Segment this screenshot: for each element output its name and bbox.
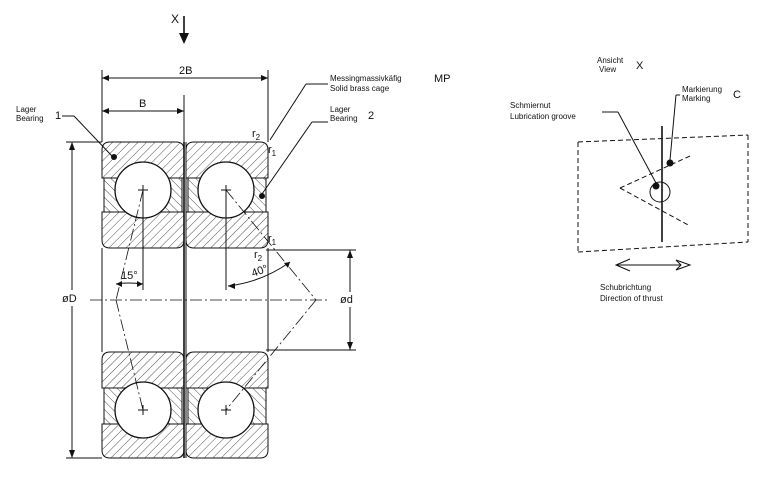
svg-text:r1: r1 (268, 144, 277, 158)
view-x-marker: X (171, 12, 189, 44)
view-label-en: View (599, 65, 616, 74)
dimension-inner-diameter: ød (266, 249, 362, 351)
contact-lines (90, 189, 330, 411)
radius-labels: r2 r1 r1 r2 (252, 128, 277, 263)
cage-callout: Messingmassivkäfig MP Solid brass cage (269, 73, 451, 141)
bearing2-number: 2 (368, 110, 374, 122)
angle-40-label: 40° (250, 263, 270, 280)
angle-40: 40° (227, 261, 291, 289)
r2-top-label: r (252, 128, 256, 140)
bearing1-number: 1 (55, 110, 61, 122)
r1-mid-label: r (268, 233, 272, 245)
dimension-2b: 2B (101, 65, 269, 142)
inner-diameter-label: ød (340, 294, 353, 306)
svg-text:r2: r2 (252, 128, 261, 142)
r1-top-label: r (268, 144, 272, 156)
angle-15: 15° (115, 270, 144, 287)
r1-mid-sub: 1 (272, 238, 277, 247)
svg-text:r2: r2 (254, 249, 263, 263)
svg-text:r1: r1 (268, 233, 277, 247)
r2-mid-label: r (254, 249, 258, 261)
cage-code: MP (434, 73, 451, 85)
bearing2-callout: Lager Bearing 2 (261, 105, 374, 195)
view-x-detail: Ansicht View X Schmiernut Lubrication gr… (510, 56, 749, 303)
bearing1-label-en: Bearing (16, 114, 44, 123)
bearing2-label-de: Lager (330, 105, 351, 114)
outer-diameter-label: øD (62, 293, 77, 305)
dimension-b-label: B (139, 98, 146, 110)
marking-label-de: Markierung (682, 85, 722, 94)
view-x-label: X (636, 60, 644, 72)
bearing1-label-de: Lager (16, 105, 37, 114)
r1-top-sub: 1 (272, 149, 277, 158)
groove-label-de: Schmiernut (510, 101, 551, 110)
view-marker-label: X (171, 12, 179, 26)
thrust-label-en: Direction of thrust (600, 294, 663, 303)
upper-bearing-section (101, 141, 269, 249)
bearing2-label-en: Bearing (330, 114, 358, 123)
dimension-2b-label: 2B (179, 65, 192, 77)
cage-label-de: Messingmassivkäfig (330, 74, 402, 83)
cage-label-en: Solid brass cage (330, 84, 390, 93)
dimension-outer-diameter: øD (60, 141, 102, 459)
marking-c-label: C (733, 89, 741, 101)
r2-mid-sub: 2 (258, 254, 263, 263)
r2-top-sub: 2 (256, 133, 261, 142)
angle-15-label: 15° (121, 270, 138, 282)
view-label-de: Ansicht (597, 56, 624, 65)
groove-label-en: Lubrication groove (510, 112, 576, 121)
thrust-label-de: Schubrichtung (600, 283, 651, 292)
marking-label-en: Marking (682, 94, 710, 103)
dimension-b: B (102, 95, 185, 142)
bearing1-callout: Lager Bearing 1 (16, 105, 113, 157)
lower-bearing-section (101, 351, 269, 459)
